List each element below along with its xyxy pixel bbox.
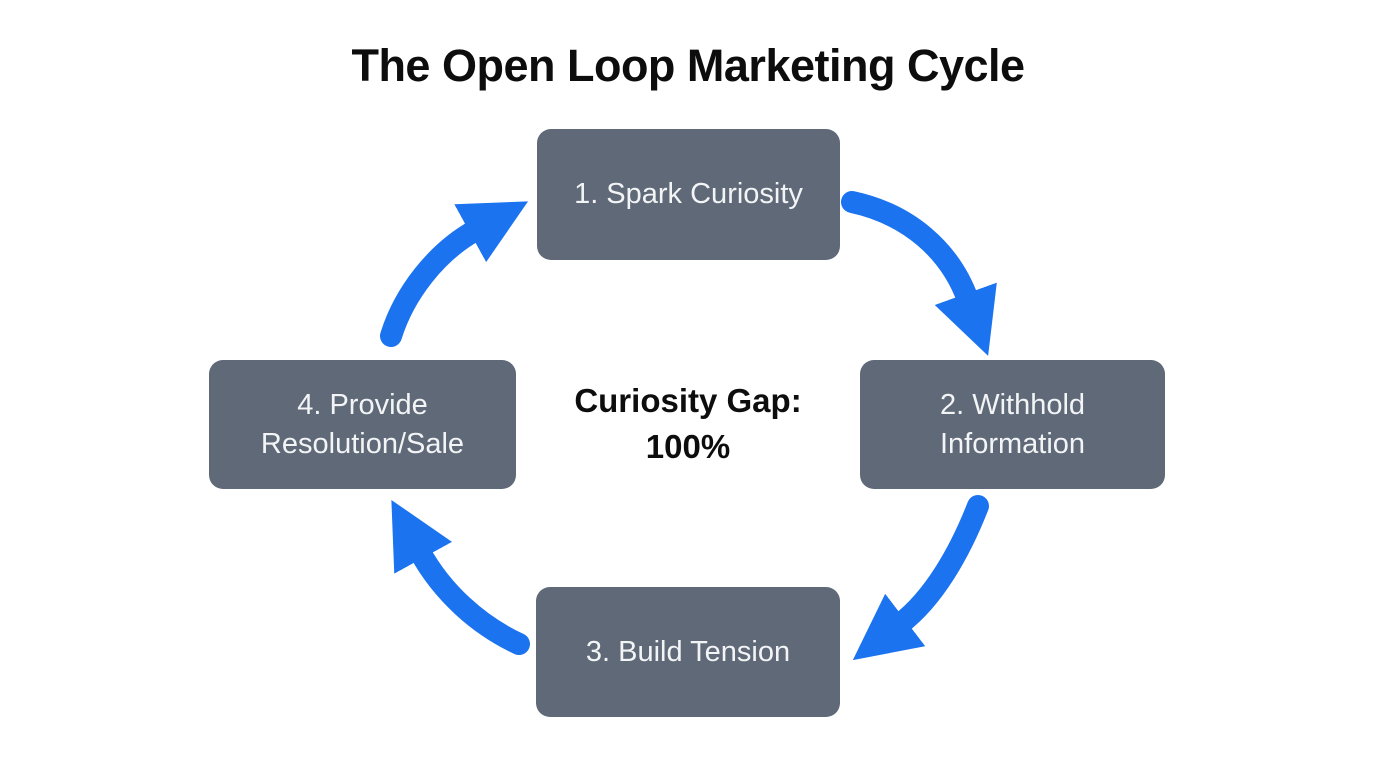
node-build-tension: 3. Build Tension bbox=[536, 587, 840, 717]
arrow-tension-to-resolution bbox=[391, 499, 530, 655]
node-spark-curiosity-label: 1. Spark Curiosity bbox=[574, 178, 803, 211]
curiosity-gap-label-line1: Curiosity Gap: bbox=[574, 381, 802, 419]
arrow-resolution-to-spark bbox=[380, 201, 529, 347]
node-withhold-information-label: 2. Withhold Information bbox=[939, 388, 1086, 460]
node-provide-resolution-label: 4. Provide Resolution/Sale bbox=[260, 388, 465, 460]
diagram-title: The Open Loop Marketing Cycle bbox=[351, 40, 1025, 91]
arrow-spark-to-withhold bbox=[841, 191, 997, 356]
node-spark-curiosity: 1. Spark Curiosity bbox=[537, 129, 840, 260]
node-build-tension-label: 3. Build Tension bbox=[585, 635, 791, 668]
curiosity-gap-label-line2: 100% bbox=[645, 428, 731, 465]
arrow-withhold-to-tension bbox=[852, 495, 989, 661]
node-withhold-information: 2. Withhold Information bbox=[860, 360, 1165, 489]
node-provide-resolution: 4. Provide Resolution/Sale bbox=[209, 360, 516, 489]
curiosity-gap-label: Curiosity Gap: 100% bbox=[574, 378, 801, 470]
